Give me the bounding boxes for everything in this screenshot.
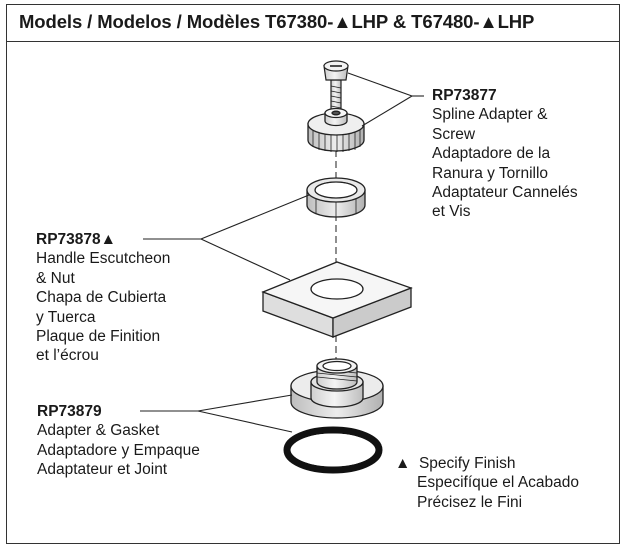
part-description-line: & Nut [36,269,75,287]
adapter-part [290,358,384,419]
part-description-line: Adapter & Gasket [37,422,160,440]
part-description-line: Handle Escutcheon [36,250,171,268]
spline-adapter-part [307,107,365,152]
part-number: RP73879 [37,403,102,420]
leader-lines [140,72,424,433]
part-description-line: Chapa de Cubierta [36,289,167,307]
part-number: RP73878▲ [36,231,116,248]
part-label-spline-adapter: RP73877 Spline Adapter & Screw Adaptador… [432,86,578,222]
gasket-part [283,426,383,474]
nut-part [306,177,366,218]
part-description-line: et Vis [432,203,471,221]
part-description-line: Plaque de Finition [36,328,161,346]
screw-part [323,60,349,111]
finish-note-line: Specify Finish [418,455,516,472]
diagram-frame: Models / Modelos / Modèles T67380-▲LHP &… [6,4,620,544]
finish-note-first-line: ▲ Specify Finish [395,454,579,473]
part-label-adapter-gasket: RP73879 Adapter & Gasket Adaptadore y Em… [37,402,200,480]
triangle-icon: ▲ [395,455,411,472]
page-title: Models / Modelos / Modèles T67380-▲LHP &… [19,11,535,32]
part-description-line: Adaptateur et Joint [37,461,168,479]
part-description-line: Screw [432,125,476,143]
finish-note-line: Précisez le Fini [417,493,523,511]
part-label-handle-escutcheon: RP73878▲ Handle Escutcheon & Nut Chapa d… [36,230,170,366]
part-description-line: Ranura y Tornillo [432,164,549,182]
part-description-line: Adaptadore y Empaque [37,441,200,459]
part-description-line: Adaptadore de la [432,145,551,163]
title-bar: Models / Modelos / Modèles T67380-▲LHP &… [7,5,619,42]
part-description-line: Spline Adapter & [432,106,548,124]
escutcheon-plate-part [261,261,413,338]
part-description-line: y Tuerca [36,308,96,326]
part-description-line: et l’écrou [36,347,99,365]
part-number: RP73877 [432,87,497,104]
part-description-line: Adaptateur Cannelés [432,184,578,202]
finish-note: ▲ Specify Finish Especifíque el Acabado … [395,454,579,512]
finish-note-line: Especifíque el Acabado [417,474,580,492]
